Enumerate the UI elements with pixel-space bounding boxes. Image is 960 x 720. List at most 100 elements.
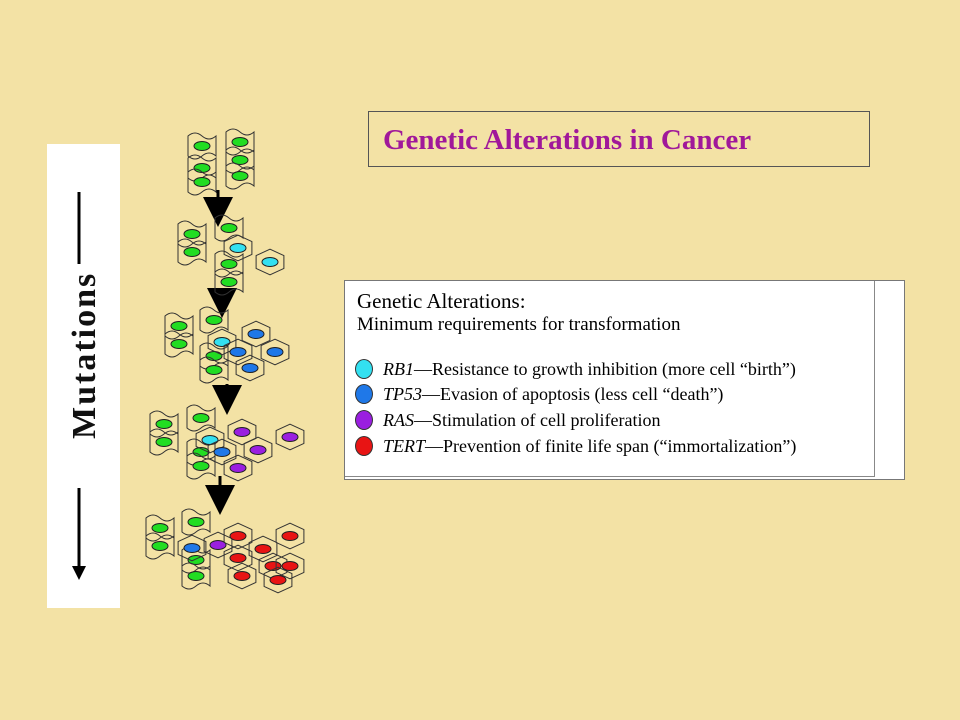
cell-nucleus: [220, 259, 238, 269]
cell-nucleus: [241, 363, 259, 373]
requirements-heading: Genetic Alterations:: [357, 289, 526, 313]
cell-nucleus: [193, 163, 211, 173]
cell-nucleus: [192, 461, 210, 471]
cell-nucleus: [183, 247, 201, 257]
transformed-cell: [223, 544, 253, 572]
cell-nucleus: [233, 427, 251, 437]
cell-nucleus: [229, 463, 247, 473]
cell-nucleus: [247, 329, 265, 339]
transformed-cell: [275, 423, 305, 451]
cyan-dot-icon: [355, 359, 373, 379]
red-dot-icon: [355, 436, 373, 456]
cell-nucleus: [193, 141, 211, 151]
cell-nucleus: [205, 365, 223, 375]
title-box: Genetic Alterations in Cancer: [368, 111, 870, 167]
cell-nucleus: [151, 523, 169, 533]
transformed-cell: [260, 338, 290, 366]
cell-nucleus: [187, 555, 205, 565]
cell-nucleus: [213, 447, 231, 457]
purple-dot-icon: [355, 410, 373, 430]
epithelial-cell: [187, 168, 217, 196]
transformed-cell: [241, 320, 271, 348]
transformed-cell: [223, 338, 253, 366]
epithelial-cell: [186, 452, 216, 480]
cell-nucleus: [229, 531, 247, 541]
cell-nucleus: [205, 315, 223, 325]
transformed-cell: [263, 566, 293, 594]
requirement-gene: RB1: [383, 358, 414, 379]
cell-nucleus: [254, 544, 272, 554]
cell-nucleus: [213, 337, 231, 347]
cell-nucleus: [229, 243, 247, 253]
epithelial-cell: [225, 162, 255, 190]
epithelial-cell: [187, 132, 217, 160]
requirement-tp53: TP53—Evasion of apoptosis (less cell “de…: [355, 382, 723, 406]
cell-nucleus: [220, 277, 238, 287]
cell-nucleus: [170, 339, 188, 349]
cell-nucleus: [220, 223, 238, 233]
epithelial-cell: [186, 404, 216, 432]
cell-stages: [145, 128, 305, 594]
cell-nucleus: [231, 137, 249, 147]
epithelial-cell: [164, 330, 194, 358]
epithelial-cell: [199, 356, 229, 384]
requirement-gene: TERT: [383, 435, 426, 456]
cell-nucleus: [205, 351, 223, 361]
cell-nucleus: [209, 540, 227, 550]
transformed-cell: [223, 522, 253, 550]
cell-nucleus: [187, 571, 205, 581]
cell-nucleus: [269, 575, 287, 585]
cell-nucleus: [151, 541, 169, 551]
epithelial-cell: [181, 562, 211, 590]
box-divider-horizontal: [345, 476, 875, 477]
epithelial-cell: [214, 268, 244, 296]
cell-nucleus: [229, 553, 247, 563]
cell-nucleus: [261, 257, 279, 267]
epithelial-cell: [145, 532, 175, 560]
requirements-box: Genetic Alterations: Minimum requirement…: [344, 280, 905, 480]
cell-nucleus: [193, 177, 211, 187]
blue-dot-icon: [355, 384, 373, 404]
requirement-desc: —Resistance to growth inhibition (more c…: [414, 358, 796, 379]
transformed-cell: [255, 248, 285, 276]
transformed-cell: [275, 522, 305, 550]
cell-nucleus: [231, 171, 249, 181]
requirement-desc: —Evasion of apoptosis (less cell “death”…: [422, 383, 724, 404]
requirement-gene: RAS: [383, 409, 414, 430]
transformed-cell: [177, 534, 207, 562]
cell-nucleus: [249, 445, 267, 455]
epithelial-cell: [149, 428, 179, 456]
transformed-cell: [227, 418, 257, 446]
transformed-cell: [227, 562, 257, 590]
requirement-desc: —Prevention of finite life span (“immort…: [425, 435, 797, 456]
cell-nucleus: [231, 155, 249, 165]
cell-nucleus: [187, 517, 205, 527]
cell-nucleus: [155, 419, 173, 429]
cell-nucleus: [233, 571, 251, 581]
requirement-desc: —Stimulation of cell proliferation: [414, 409, 661, 430]
transformed-cell: [275, 552, 305, 580]
cell-nucleus: [183, 543, 201, 553]
requirement-tert: TERT—Prevention of finite life span (“im…: [355, 434, 796, 458]
cell-nucleus: [266, 347, 284, 357]
transformed-cell: [223, 234, 253, 262]
epithelial-cell: [181, 508, 211, 536]
mutations-panel: Mutations: [47, 144, 120, 608]
cell-nucleus: [264, 561, 282, 571]
transformed-cell: [195, 426, 225, 454]
cell-nucleus: [192, 413, 210, 423]
cell-nucleus: [170, 321, 188, 331]
requirement-rb1: RB1—Resistance to growth inhibition (mor…: [355, 357, 796, 381]
cell-nucleus: [281, 561, 299, 571]
cell-nucleus: [281, 432, 299, 442]
requirement-gene: TP53: [383, 383, 423, 404]
cell-nucleus: [229, 347, 247, 357]
epithelial-cell: [199, 306, 229, 334]
box-divider-vertical: [874, 281, 875, 476]
mutations-arrow-head: [72, 566, 86, 580]
epithelial-cell: [177, 238, 207, 266]
cell-nucleus: [183, 229, 201, 239]
transformed-cell: [235, 354, 265, 382]
cell-nucleus: [155, 437, 173, 447]
